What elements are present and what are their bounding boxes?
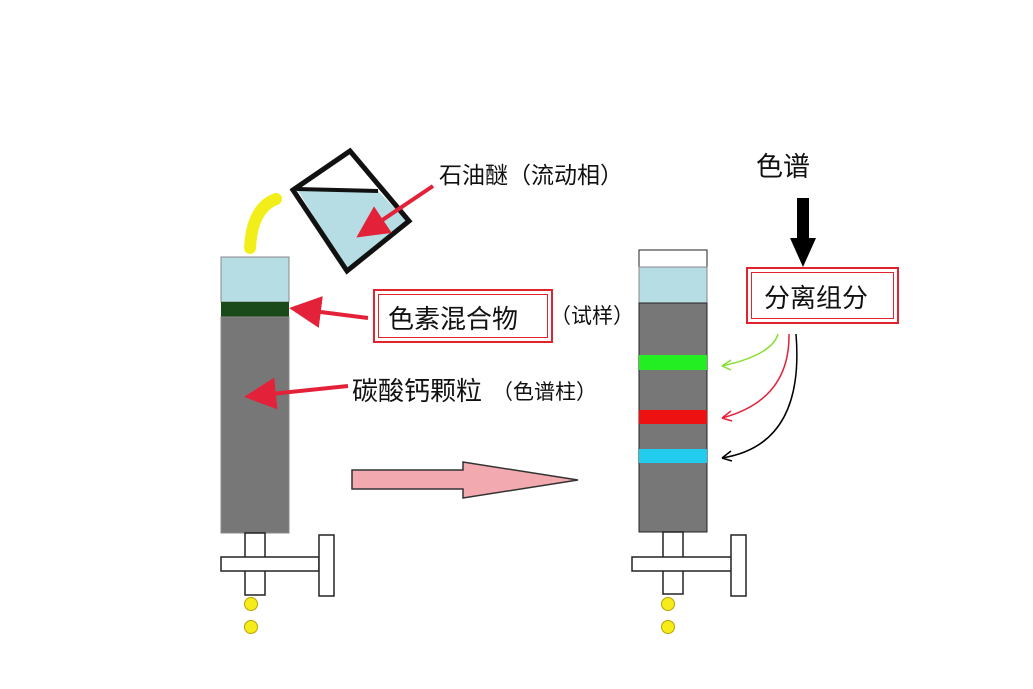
mobile-phase-arrow [356, 184, 435, 238]
sample-suffix-label: （试样） [550, 304, 634, 328]
right-column [631, 249, 747, 634]
right-arrow-icon [351, 461, 579, 499]
left-sample-band [221, 302, 289, 317]
separated-label-box: 分离组分 [746, 267, 899, 324]
left-drop-1 [244, 597, 258, 611]
component-arrows [721, 333, 798, 462]
band-cyan [639, 449, 707, 463]
chromatography-label: 色谱 [756, 152, 810, 183]
left-drop-2 [244, 620, 258, 634]
mobile-phase-label: 石油醚（流动相） [439, 163, 623, 189]
left-column [220, 256, 335, 634]
sample-label: 色素混合物 [388, 305, 519, 335]
right-drop-1 [661, 597, 675, 611]
sample-label-box: 色素混合物 [373, 289, 553, 343]
right-solvent-layer [638, 266, 708, 304]
left-column-body [220, 316, 290, 534]
solvent-beaker [289, 147, 413, 275]
right-empty-top [638, 249, 708, 268]
band-green [639, 355, 707, 370]
down-arrow-icon [790, 198, 816, 267]
right-drop-2 [661, 620, 675, 634]
yellow-tube [244, 193, 282, 254]
left-stopcock-handle [220, 556, 320, 572]
green-component-arrow [721, 333, 779, 367]
left-solvent-layer [220, 256, 290, 303]
black-component-arrow [721, 333, 798, 459]
band-red [639, 410, 707, 424]
right-stopcock-handle [631, 556, 734, 572]
sample-arrow [289, 296, 369, 328]
left-stopcock-knob [318, 534, 335, 597]
column-suffix-label: （色谱柱） [492, 380, 597, 404]
separated-label: 分离组分 [764, 284, 869, 314]
column-label: 碳酸钙颗粒 [352, 377, 483, 407]
column-arrow [244, 377, 349, 410]
red-component-arrow [721, 333, 790, 419]
right-stopcock-knob [730, 534, 747, 597]
